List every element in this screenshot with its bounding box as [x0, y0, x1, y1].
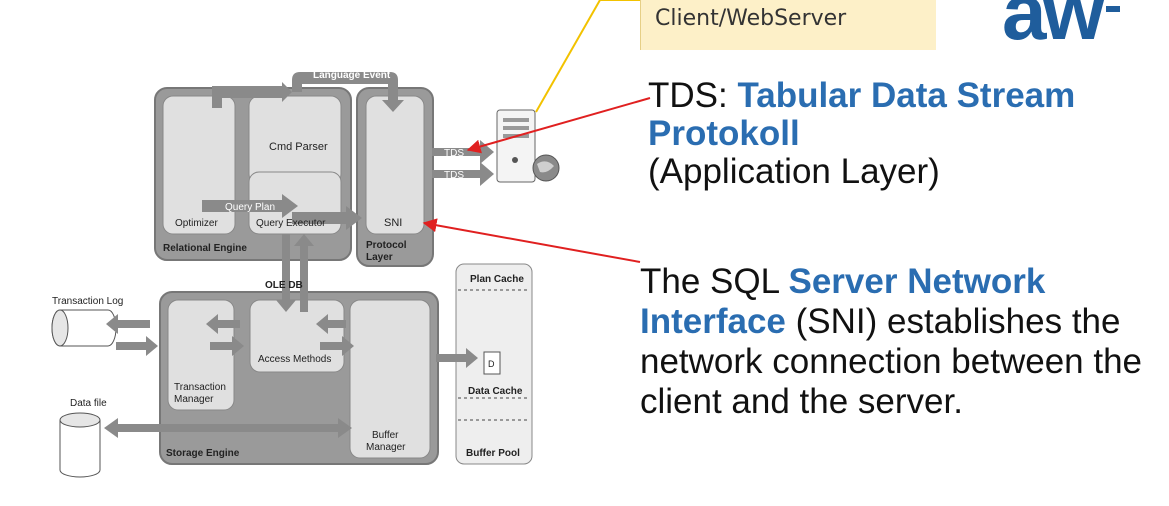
plan-cache-label: Plan Cache — [470, 274, 524, 285]
cmd-parser-label: Cmd Parser — [269, 141, 328, 153]
access-methods-label: Access Methods — [258, 354, 331, 365]
transaction-manager-label-1: Transaction — [174, 382, 226, 393]
logo-mark — [1106, 6, 1120, 12]
sni-suffix: (SNI) establishes the network connection… — [640, 302, 1142, 421]
optimizer-label: Optimizer — [175, 218, 218, 229]
query-tree-label: Query Tree — [206, 70, 259, 81]
tds-suffix: (Application Layer) — [648, 152, 940, 191]
transaction-log-icon — [51, 309, 117, 347]
data-file-label: Data file — [70, 398, 107, 409]
tds-prefix: TDS: — [648, 76, 738, 115]
client-webserver-callout: Client/WebServer — [640, 0, 936, 50]
buffer-manager-label-1: Buffer — [372, 430, 399, 441]
buffer-pool-label: Buffer Pool — [466, 448, 520, 459]
storage-engine-label: Storage Engine — [166, 448, 240, 459]
sql-architecture-diagram: Query Tree Language Event Cmd Parser Que… — [51, 0, 640, 478]
doc-d-label: D — [488, 359, 495, 369]
transaction-manager-label-2: Manager — [174, 394, 214, 405]
layer-label: Layer — [366, 252, 393, 263]
server-icon — [496, 109, 560, 183]
logo: aw — [1002, 0, 1122, 60]
query-executor-label: Query Executor — [256, 218, 326, 229]
callout-connector — [535, 0, 640, 113]
sni-pointer — [422, 218, 641, 263]
data-cache-label: Data Cache — [468, 386, 523, 397]
relational-engine-label: Relational Engine — [163, 243, 247, 254]
tds-description: TDS: Tabular Data Stream Protokoll (Appl… — [648, 77, 1169, 191]
ole-db-label: OLE DB — [265, 280, 303, 291]
data-file-icon — [59, 412, 101, 478]
transaction-log-label: Transaction Log — [52, 296, 123, 307]
protocol-layer-group — [356, 87, 434, 267]
sni-description: The SQL Server Network Interface (SNI) e… — [640, 262, 1165, 422]
language-event-label: Language Event — [313, 70, 391, 81]
sni-bold: Server Network Interface — [640, 262, 1046, 341]
relational-engine-group — [154, 87, 352, 261]
callout-text: Client/WebServer — [655, 6, 847, 31]
protocol-label: Protocol — [366, 240, 407, 251]
query-plan-label: Query Plan — [225, 202, 275, 213]
buffer-pool-group — [455, 263, 533, 465]
buffer-manager-label-2: Manager — [366, 442, 406, 453]
sni-label: SNI — [384, 217, 402, 229]
logo-text: aw — [1002, 0, 1105, 56]
flow-arrows — [104, 72, 494, 438]
page-document-icon — [483, 351, 501, 375]
tds-label-1: TDS — [444, 148, 464, 159]
tds-bold: Tabular Data Stream Protokoll — [648, 76, 1076, 153]
sni-prefix: The SQL — [640, 262, 789, 301]
tds-pointer — [466, 97, 651, 154]
tds-label-2: TDS — [444, 170, 464, 181]
